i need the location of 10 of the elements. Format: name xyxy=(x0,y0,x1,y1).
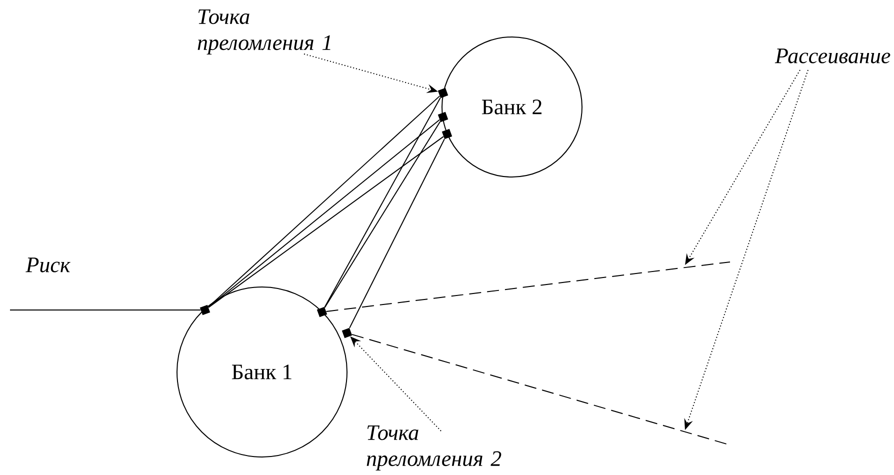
risk-label: Риск xyxy=(26,258,70,272)
callout-text: Точка преломления 2 xyxy=(366,425,502,471)
point-marker xyxy=(442,128,452,140)
point-marker xyxy=(342,328,352,338)
dashed-line xyxy=(326,262,730,312)
connector-line xyxy=(349,138,445,328)
callout-text: Точка преломления 1 xyxy=(198,9,330,55)
callout-text: Рассеивание xyxy=(774,48,890,64)
point-marker xyxy=(438,112,448,122)
point-marker xyxy=(438,88,448,98)
